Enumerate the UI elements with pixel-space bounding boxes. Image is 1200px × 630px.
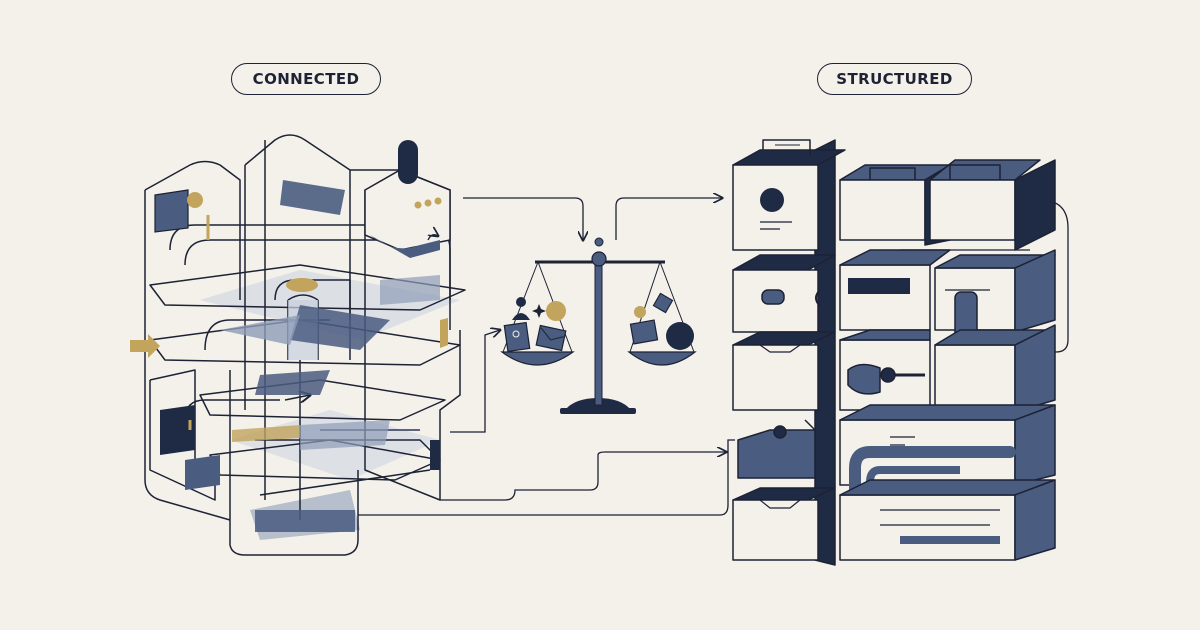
connected-label: CONNECTED [231,63,381,95]
input-arrow-icon [130,334,160,358]
tangle-accents [154,180,440,532]
structured-label: STRUCTURED [817,63,972,95]
person-icon [512,297,530,320]
sparkle-icon [532,304,546,318]
envelope-icon [535,324,567,352]
scale-icon [500,237,697,414]
tangle-gold-accents [187,192,448,442]
structured-shelves [732,139,1056,566]
device-node [364,140,451,258]
